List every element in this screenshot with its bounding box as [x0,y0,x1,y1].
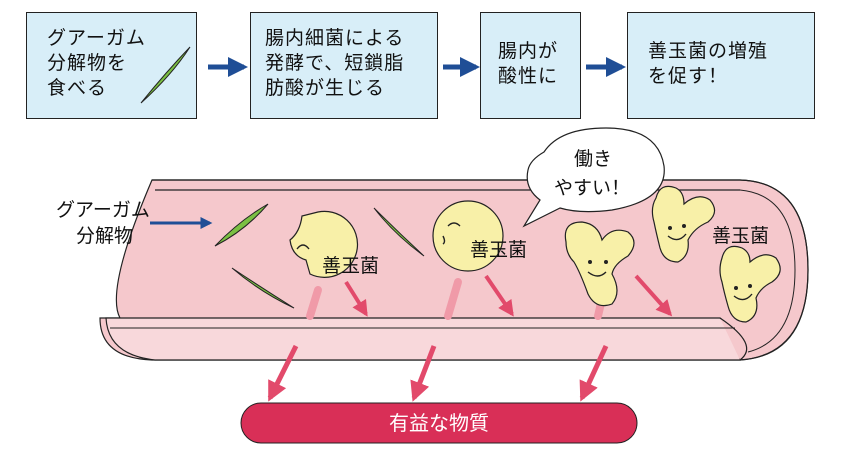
fiber-icon [231,267,295,309]
flow-step-4-text: 善玉菌の増殖 を促す！ [648,40,769,87]
flow-step-3-text: 腸内が 酸性に [498,40,559,87]
product-arrow [484,274,514,317]
flow-step-2: 腸内細菌による 発酵で、短鎖脂 肪酸が生じる [250,12,438,119]
outflow-arrow [267,344,299,402]
flow-step-1: グアーガム 分解物を 食べる [26,12,197,119]
input-label-line1: グアーガム [56,199,150,221]
product-arrow [634,274,673,317]
bubble-text-line1: 働き [574,148,612,170]
fiber-icon [214,203,269,247]
speech-bubble [522,127,665,228]
flow-step-2-text: 腸内細菌による 発酵で、短鎖脂 肪酸が生じる [265,27,405,99]
product-arrow [344,280,368,317]
fiber-icon [140,46,191,104]
input-label-line2: 分解物 [76,225,133,247]
fiber-icon [373,207,425,257]
outflow-arrow [579,344,609,402]
y-bacteria-icon [564,221,635,307]
y-bacteria-icon [651,185,716,263]
bacteria-label-1: 善玉菌 [322,255,379,277]
intestine-tube [99,179,809,361]
flow-step-3: 腸内が 酸性に [480,12,581,119]
flow-step-1-text: グアーガム 分解物を 食べる [47,27,146,99]
good-bacteria-icon [432,200,504,272]
good-bacteria-icon [289,210,359,278]
result-pill [240,402,638,444]
flow-step-4: 善玉菌の増殖 を促す！ [627,12,815,119]
bubble-text-line2: やすい！ [554,177,630,199]
bacteria-label-3: 善玉菌 [712,225,769,247]
result-label: 有益な物質 [389,411,489,435]
y-bacteria-icon [719,245,781,323]
outflow-arrow [410,345,437,402]
bacteria-label-2: 善玉菌 [470,239,527,261]
